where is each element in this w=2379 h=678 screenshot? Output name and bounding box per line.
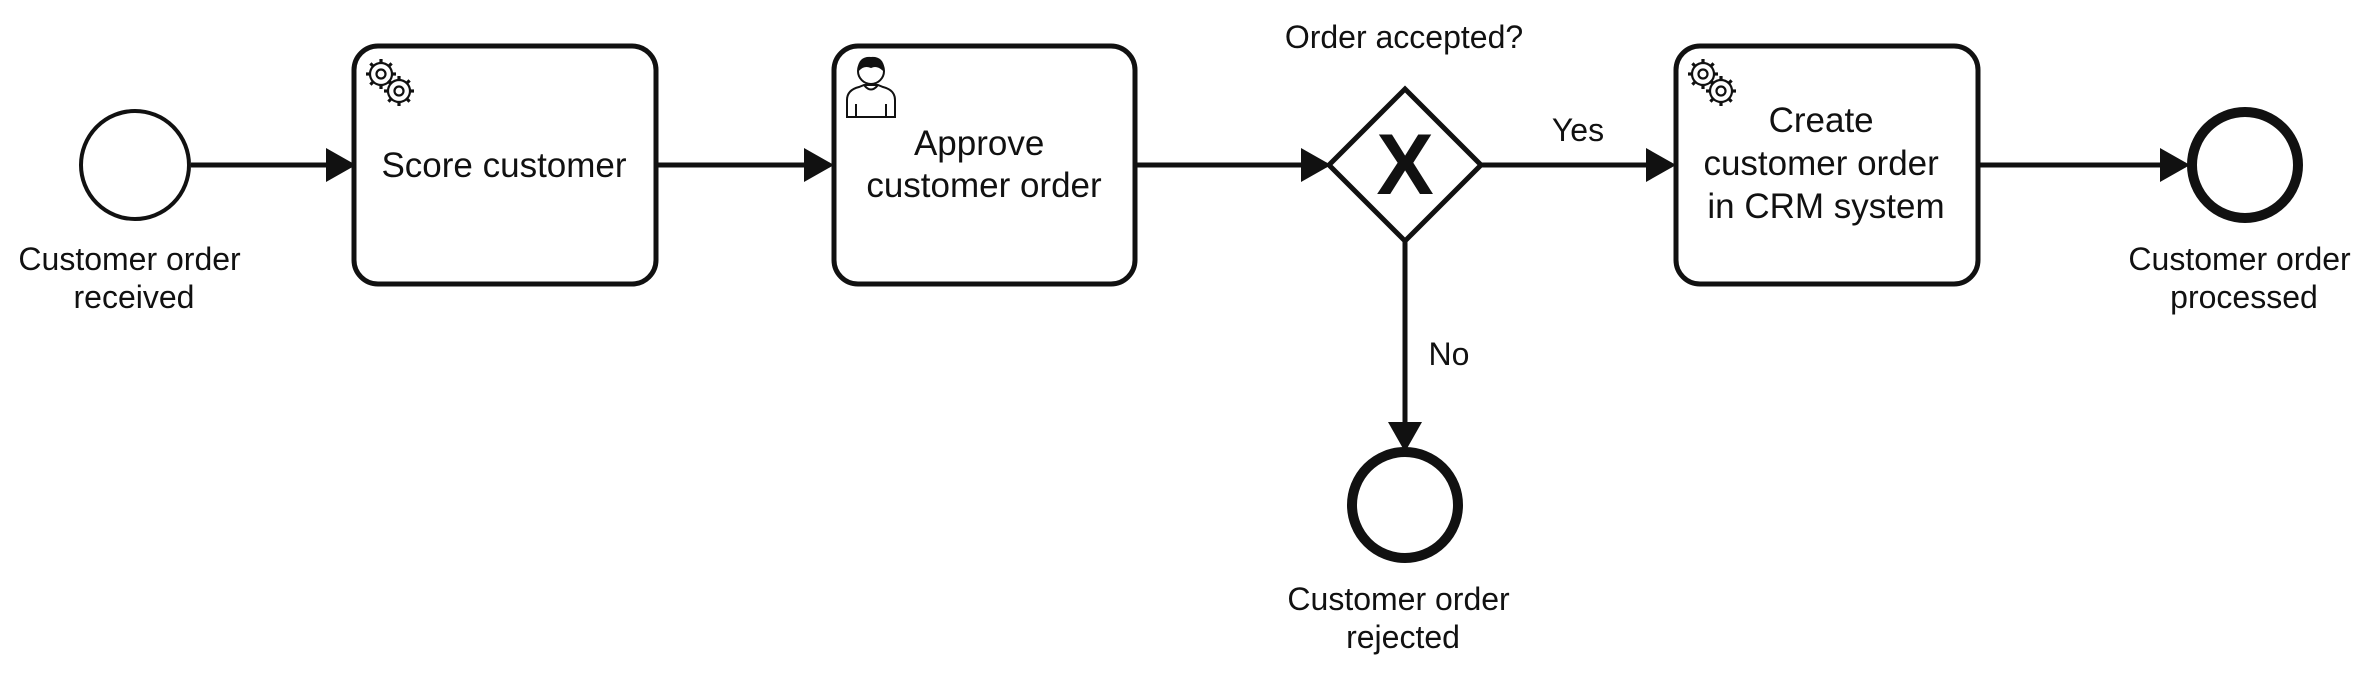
- task-approve-customer-order-label: Approve customer order: [866, 124, 1102, 205]
- task-score-customer[interactable]: Score customer: [351, 43, 659, 287]
- end-event-rejected-label: Customer order rejected: [1287, 581, 1518, 655]
- gears-icon: [366, 59, 414, 106]
- gateway-question-label: Order accepted?: [1285, 19, 1523, 55]
- task-label-line: Create: [1769, 101, 1874, 140]
- arrowhead-end-processed: [2160, 148, 2190, 182]
- task-create-customer-order[interactable]: Create customer order in CRM system: [1673, 43, 1981, 287]
- gateway-no-label: No: [1429, 336, 1470, 372]
- user-icon: [846, 56, 896, 118]
- end-event-processed[interactable]: Customer order processed: [2128, 107, 2359, 315]
- end-event-label-line: processed: [2170, 279, 2318, 315]
- task-create-customer-order-box[interactable]: [1673, 43, 1981, 287]
- end-event-rejected-circle[interactable]: [1347, 447, 1463, 563]
- start-event[interactable]: Customer order received: [18, 109, 249, 315]
- arrowhead-end-rejected: [1388, 422, 1422, 452]
- start-event-circle[interactable]: [79, 109, 191, 221]
- gears-icon: [1688, 59, 1736, 106]
- task-score-customer-label: Score customer: [381, 146, 626, 185]
- task-label-line: Score customer: [381, 146, 626, 185]
- end-event-rejected[interactable]: Customer order rejected: [1287, 447, 1518, 655]
- exclusive-gateway[interactable]: Order accepted? X Yes No: [1285, 19, 1604, 372]
- gateway-yes-label: Yes: [1552, 112, 1604, 148]
- task-approve-customer-order-box[interactable]: [831, 43, 1138, 287]
- end-event-processed-circle[interactable]: [2187, 107, 2303, 223]
- gateway-diamond[interactable]: [1325, 85, 1485, 245]
- gateway-x-marker: X: [1376, 117, 1433, 213]
- end-event-label-line: rejected: [1346, 619, 1460, 655]
- task-label-line: customer order: [866, 166, 1102, 205]
- end-event-label-line: Customer order: [2128, 241, 2351, 277]
- arrowhead-score: [326, 148, 356, 182]
- task-create-customer-order-label: Create customer order in CRM system: [1703, 101, 1948, 226]
- start-event-label: Customer order received: [18, 241, 249, 315]
- end-event-processed-label: Customer order processed: [2128, 241, 2359, 315]
- task-label-line: in CRM system: [1707, 187, 1944, 226]
- task-score-customer-box[interactable]: [351, 43, 659, 287]
- task-label-line: Approve: [914, 124, 1044, 163]
- start-event-label-line: Customer order: [18, 241, 241, 277]
- arrowhead-gateway: [1301, 148, 1331, 182]
- task-approve-customer-order[interactable]: Approve customer order: [831, 43, 1138, 287]
- end-event-label-line: Customer order: [1287, 581, 1510, 617]
- arrowhead-approve: [804, 148, 834, 182]
- task-label-line: customer order: [1703, 144, 1939, 183]
- start-event-label-line: received: [74, 279, 195, 315]
- sequence-flows: [191, 148, 2190, 452]
- arrowhead-create: [1646, 148, 1676, 182]
